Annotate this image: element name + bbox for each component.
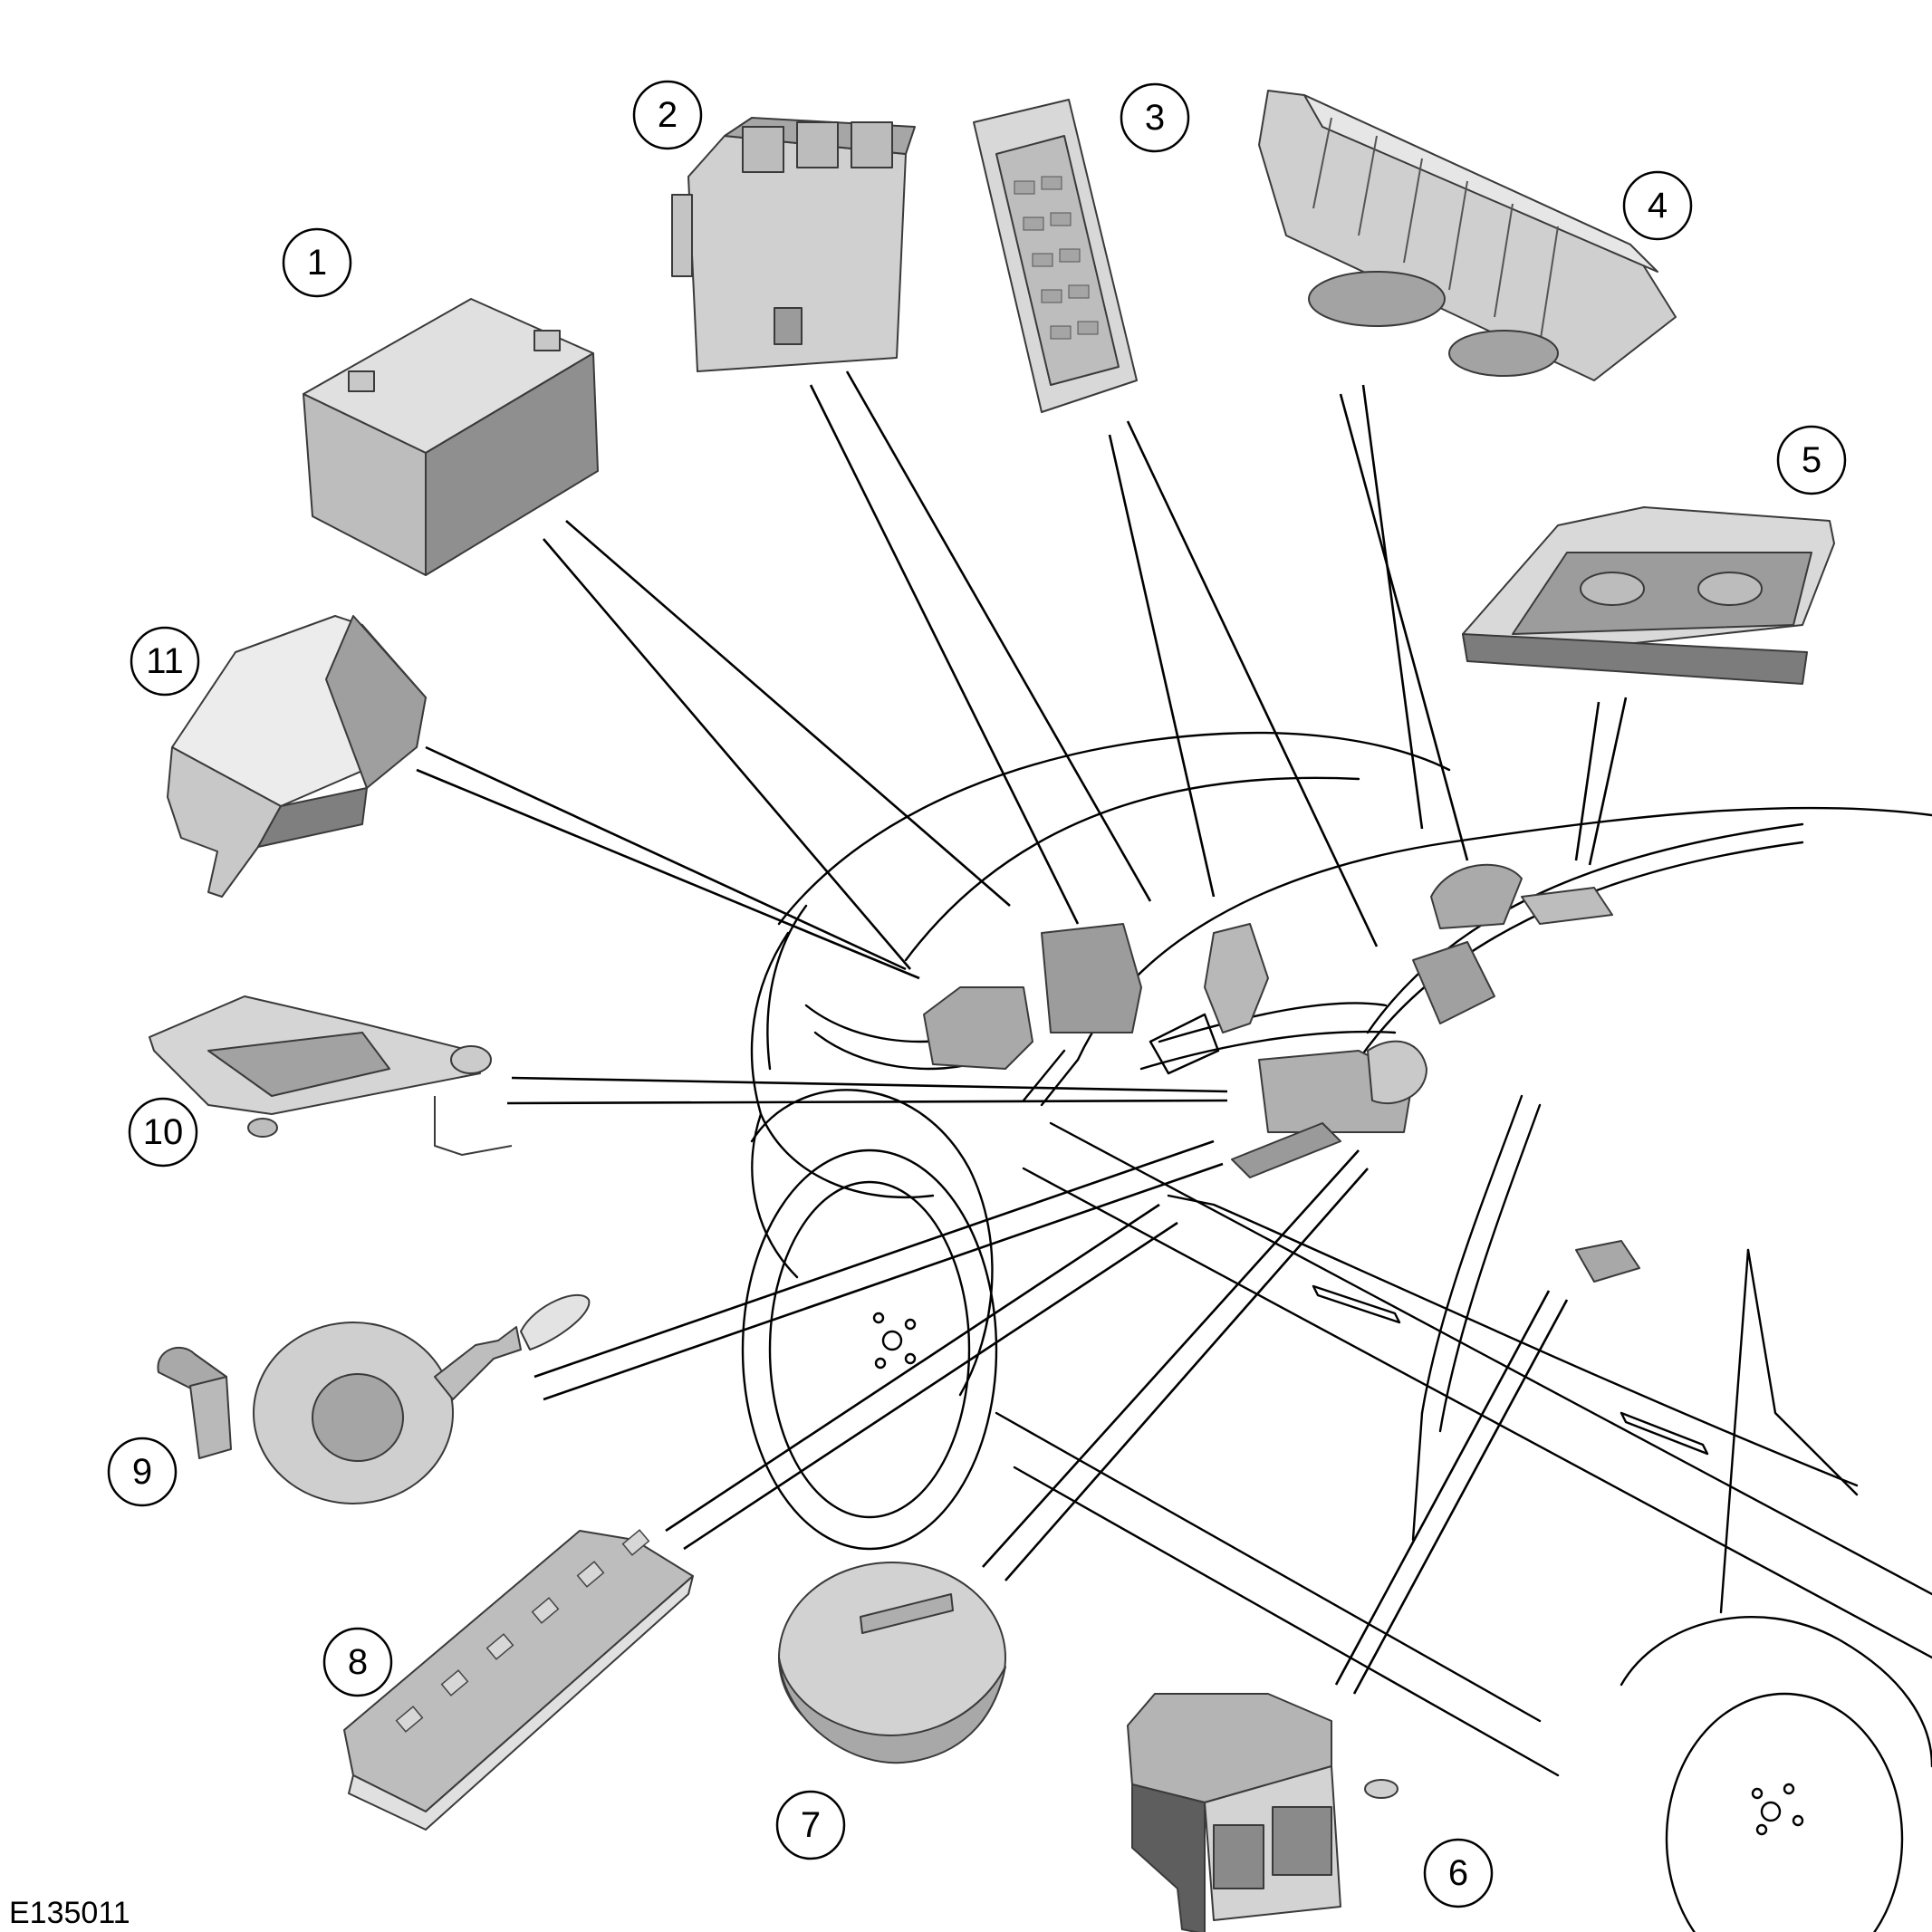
callout-7: 7 <box>775 1790 846 1860</box>
leader-8a <box>665 1203 1160 1533</box>
leader-6a <box>1334 1290 1551 1686</box>
leader-2a <box>809 384 1080 925</box>
callout-8: 8 <box>322 1627 393 1697</box>
leader-9a <box>533 1139 1215 1379</box>
leader-2b <box>845 370 1152 902</box>
callout-label: 10 <box>143 1112 184 1152</box>
callout-label: 8 <box>348 1642 368 1682</box>
callout-label: 6 <box>1448 1853 1468 1893</box>
figure-id: E135011 <box>9 1896 130 1930</box>
leader-7a <box>982 1149 1360 1568</box>
airbag-illustration <box>778 1562 1006 1764</box>
callout-label: 1 <box>307 243 327 283</box>
control-module-illustration <box>671 117 916 372</box>
callout-label: 9 <box>132 1452 152 1492</box>
vehicle-outline <box>741 731 1932 1932</box>
leader-1b <box>565 520 1011 907</box>
restraints-module-illustration <box>1127 1693 1399 1932</box>
leader-1a <box>543 538 911 970</box>
callout-label: 11 <box>146 641 184 681</box>
callout-1: 1 <box>282 227 352 298</box>
glovebox-illustration <box>167 615 427 898</box>
leader-11b <box>416 768 920 980</box>
callout-label: 7 <box>801 1805 821 1845</box>
leader-10b <box>506 1099 1228 1105</box>
leader-6b <box>1352 1299 1569 1695</box>
steering-column-illustration <box>149 995 513 1156</box>
callout-label: 3 <box>1145 98 1165 138</box>
callout-10: 10 <box>128 1097 198 1168</box>
roof-console-illustration <box>1258 90 1677 381</box>
callout-5: 5 <box>1776 425 1847 495</box>
column-switch-illustration <box>157 1294 591 1504</box>
callout-label: 4 <box>1648 186 1668 226</box>
callout-11: 11 <box>130 626 200 697</box>
leader-5a <box>1574 701 1600 861</box>
leader-lines <box>416 370 1628 1695</box>
fuse-box-illustration <box>973 99 1138 413</box>
leader-7b <box>1004 1168 1369 1581</box>
callout-2: 2 <box>632 80 703 150</box>
callout-4: 4 <box>1622 170 1693 241</box>
callout-label: 5 <box>1802 440 1821 480</box>
in-vehicle-components <box>923 863 1640 1283</box>
leader-3b <box>1126 420 1379 947</box>
leader-9b <box>543 1162 1224 1401</box>
leader-11a <box>425 745 907 971</box>
leader-5b <box>1588 697 1628 866</box>
leader-10a <box>511 1076 1228 1093</box>
callout-6: 6 <box>1423 1838 1494 1908</box>
leader-3a <box>1108 434 1216 898</box>
leader-8b <box>683 1221 1178 1551</box>
callout-9: 9 <box>107 1437 178 1507</box>
switch-panel-illustration <box>343 1529 694 1831</box>
leader-4a <box>1339 393 1469 861</box>
battery-illustration <box>303 298 599 576</box>
overhead-light-illustration <box>1462 506 1835 685</box>
leader-4b <box>1361 384 1424 830</box>
callout-3: 3 <box>1120 82 1190 153</box>
callout-label: 2 <box>658 95 678 135</box>
